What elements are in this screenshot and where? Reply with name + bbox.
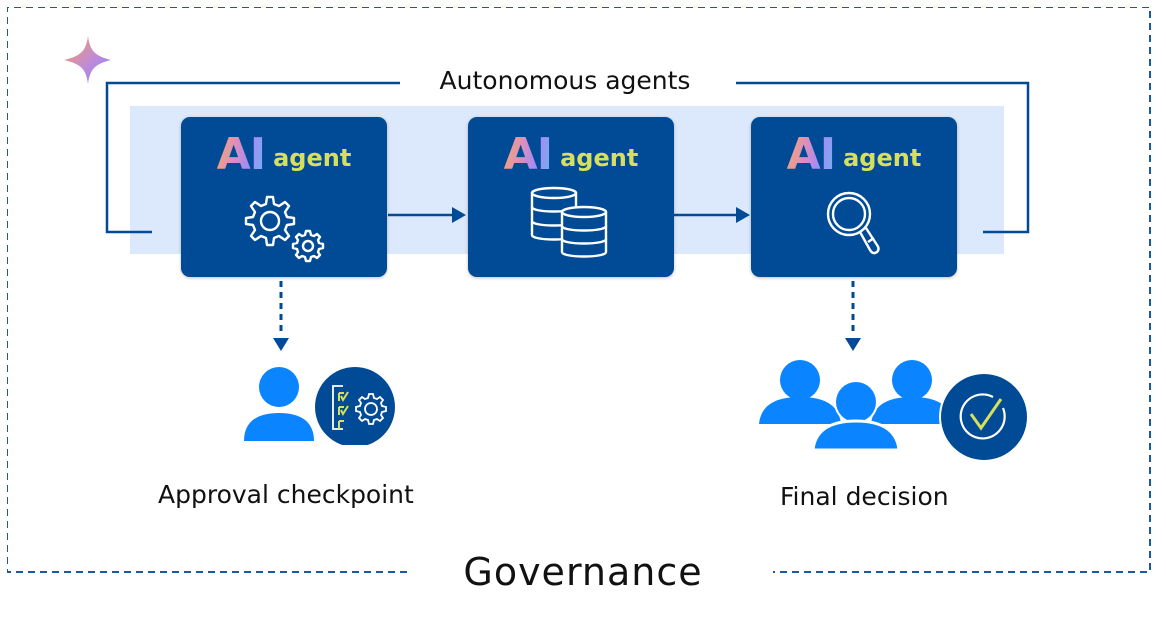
user-checklist-gear-icon [244,365,398,445]
agent-label: agent [273,143,352,172]
group-check-icon [759,360,1029,462]
approval-checkpoint-label: Approval checkpoint [158,480,414,509]
agent-label: agent [843,143,922,172]
checkpoint-connectors [273,281,861,351]
loop-label: Autonomous agents [439,66,691,95]
ai-badge: AI [216,129,266,180]
agent-label: agent [560,143,639,172]
final-decision-label: Final decision [780,482,949,511]
database-icon [530,186,608,258]
magnifier-icon [826,191,880,255]
ai-badge: AI [503,129,553,180]
gears-icon [244,195,325,263]
ai-badge: AI [786,129,836,180]
sparkle-icon [64,36,111,84]
governance-label: Governance [463,550,703,594]
loop-connector [105,81,1030,234]
